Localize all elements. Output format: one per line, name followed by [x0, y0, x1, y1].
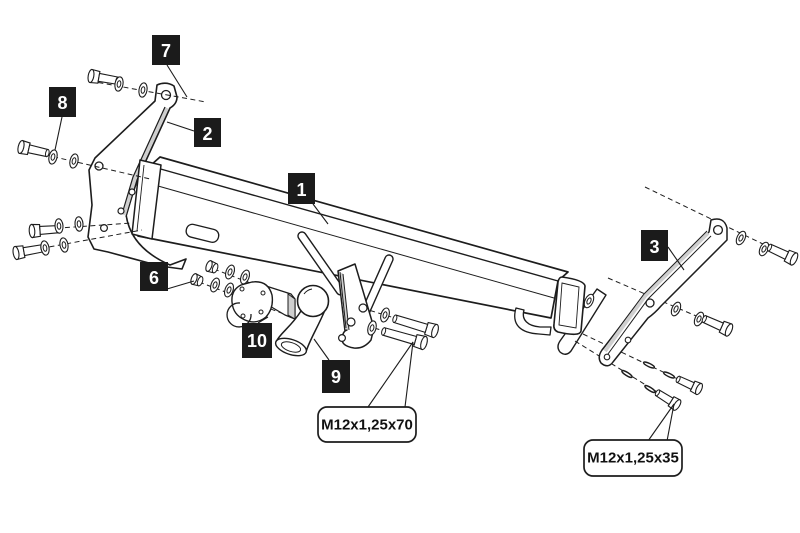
- bolt: [699, 311, 735, 338]
- washer: [137, 81, 149, 99]
- callout-m12x35: M12x1,25x35: [583, 439, 683, 477]
- label-10-text: 10: [247, 331, 267, 351]
- bracket-hole: [603, 353, 611, 361]
- bolt: [11, 240, 46, 261]
- washer: [620, 368, 634, 380]
- label-2: 2: [194, 118, 221, 147]
- washer: [662, 370, 676, 380]
- ball-mount-plate: [337, 263, 375, 349]
- label-6-text: 6: [149, 268, 159, 288]
- bolt-m12x35: [652, 386, 683, 413]
- ball-mount-struts: [297, 231, 394, 319]
- label-2-text: 2: [202, 124, 212, 144]
- label-1: 1: [288, 173, 315, 204]
- label-8: 8: [49, 87, 76, 117]
- washer: [668, 300, 684, 318]
- plate-hole: [346, 317, 356, 327]
- crossbar-slot: [185, 223, 220, 243]
- bracket-hole: [99, 224, 108, 233]
- leader-lines: [54, 64, 685, 361]
- washer: [223, 263, 237, 281]
- washer: [73, 215, 85, 233]
- bolt-m12x35: [673, 372, 705, 397]
- label-10: 10: [242, 323, 272, 358]
- tow-ball: [274, 284, 330, 357]
- hanger-tube: [514, 307, 552, 336]
- label-1-text: 1: [296, 180, 306, 200]
- label-9-text: 9: [331, 367, 341, 387]
- label-3-text: 3: [649, 237, 659, 257]
- crossbar-end-cap-left: [131, 159, 162, 240]
- bracket-hole: [117, 207, 125, 215]
- bracket-hole: [128, 188, 136, 196]
- washer: [733, 229, 749, 247]
- bracket-hole: [712, 224, 724, 236]
- plate-hole: [358, 303, 368, 313]
- callout-m12x70-text: M12x1,25x70: [321, 417, 413, 434]
- part-number-labels: 1 2 3 6 7 8 9 10: [49, 35, 668, 393]
- nut: [203, 259, 220, 275]
- callout-m12x70: M12x1,25x70: [317, 406, 417, 443]
- socket-plate: [226, 281, 296, 328]
- washer: [58, 236, 70, 254]
- washer: [53, 217, 65, 235]
- label-8-text: 8: [57, 93, 67, 113]
- crossbar-end-plate: [553, 276, 586, 336]
- washer: [208, 276, 222, 294]
- washer: [643, 383, 657, 395]
- label-7-text: 7: [161, 41, 171, 61]
- plate-hole: [338, 334, 347, 343]
- washer: [642, 360, 656, 370]
- washer: [67, 152, 81, 170]
- label-6: 6: [140, 262, 168, 291]
- callout-pointers: [367, 341, 675, 442]
- label-7: 7: [152, 35, 180, 65]
- label-3: 3: [641, 230, 668, 261]
- washer: [39, 239, 51, 257]
- nut: [188, 272, 205, 288]
- bracket-hole: [645, 298, 655, 308]
- bracket-hole: [94, 161, 104, 171]
- washer: [378, 306, 392, 324]
- crossbar: [131, 156, 569, 336]
- callout-m12x35-text: M12x1,25x35: [587, 450, 679, 467]
- bolt: [764, 240, 800, 267]
- side-bracket-right: [598, 218, 728, 367]
- label-9: 9: [322, 360, 350, 393]
- bolt: [16, 139, 51, 161]
- bracket-hole: [624, 336, 632, 344]
